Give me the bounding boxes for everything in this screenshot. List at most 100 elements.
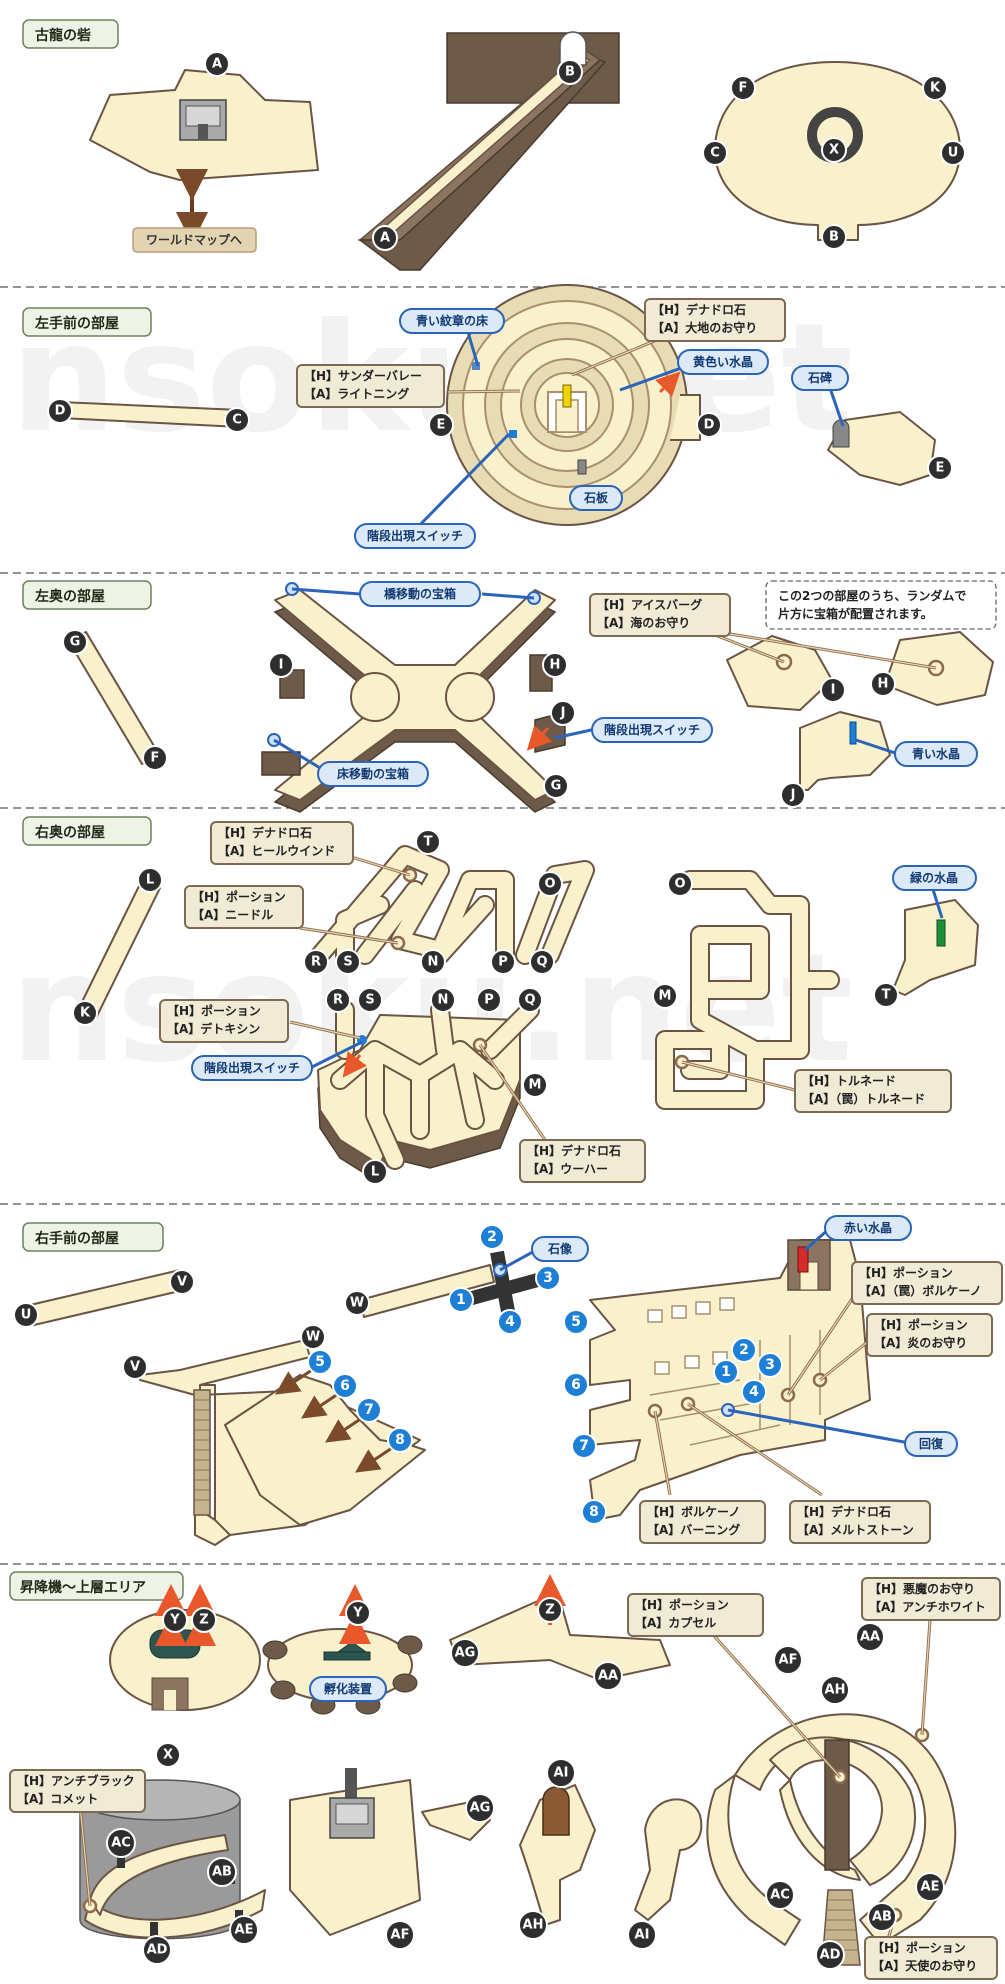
svg-text:片方に宝箱が配置されます。: 片方に宝箱が配置されます。 — [778, 606, 933, 621]
svg-text:橋移動の宝箱: 橋移動の宝箱 — [384, 586, 456, 601]
svg-text:AD: AD — [147, 1943, 168, 1958]
blue-label-red-crystal: 赤い水晶 — [824, 1215, 912, 1241]
spiral-room — [655, 870, 840, 1110]
svg-text:【A】ヒールウインド: 【A】ヒールウインド — [218, 843, 335, 858]
marker-n: N — [430, 987, 456, 1013]
marker-h: H — [542, 652, 568, 678]
svg-text:石碑: 石碑 — [807, 370, 832, 385]
treasure-tag: 【H】ポーション 【A】デトキシン — [159, 999, 289, 1043]
svg-text:B: B — [829, 230, 839, 245]
crystal-room — [799, 711, 891, 791]
treasure-tag: 【H】デナドロ石 【A】メルトストーン — [789, 1500, 931, 1544]
marker-ab: AB — [207, 1857, 237, 1887]
svg-text:AG: AG — [455, 1646, 476, 1661]
blue-marker-8: 8 — [581, 1499, 607, 1525]
svg-text:I: I — [279, 658, 284, 673]
marker-v: V — [169, 1269, 195, 1295]
svg-text:E: E — [936, 461, 945, 476]
marker-w: W — [344, 1290, 370, 1316]
svg-text:【H】アイスバーグ: 【H】アイスバーグ — [597, 597, 702, 612]
marker-a: A — [204, 51, 230, 77]
svg-text:J: J — [790, 788, 796, 803]
svg-text:【H】ボルケーノ: 【H】ボルケーノ — [647, 1504, 740, 1519]
svg-text:AE: AE — [921, 1880, 940, 1895]
svg-text:L: L — [146, 873, 154, 888]
marker-n: N — [420, 949, 446, 975]
section-title: 右奥の部屋 — [22, 816, 152, 846]
svg-text:青い水晶: 青い水晶 — [912, 746, 960, 761]
blue-marker-6: 6 — [332, 1373, 358, 1399]
blue-marker-4: 4 — [497, 1309, 523, 1335]
svg-text:右奥の部屋: 右奥の部屋 — [34, 824, 105, 841]
svg-text:H: H — [878, 677, 889, 692]
red-crystal-object — [797, 1246, 809, 1273]
marker-e: E — [428, 412, 454, 438]
marker-ae: AE — [229, 1915, 259, 1945]
svg-text:【H】悪魔のお守り: 【H】悪魔のお守り — [869, 1581, 975, 1596]
fortress-building — [179, 99, 227, 141]
svg-text:【H】デナドロ石: 【H】デナドロ石 — [797, 1504, 891, 1519]
svg-text:赤い水晶: 赤い水晶 — [844, 1220, 892, 1235]
marker-k: K — [922, 75, 948, 101]
marker-v: V — [122, 1354, 148, 1380]
blue-label-blue-crest-floor: 青い紋章の床 — [399, 308, 505, 334]
section-title: 左奥の部屋 — [22, 580, 152, 610]
section-title: 昇降機～上層エリア — [9, 1571, 184, 1601]
blue-marker-5: 5 — [307, 1349, 333, 1375]
svg-text:K: K — [80, 1006, 91, 1021]
blue-label-blue-crystal: 青い水晶 — [894, 741, 978, 767]
treasure-tag: 【H】ポーション 【A】カプセル — [627, 1593, 764, 1637]
svg-text:AF: AF — [391, 1928, 410, 1943]
marker-x: X — [821, 137, 847, 163]
svg-text:【H】ポーション: 【H】ポーション — [859, 1265, 953, 1280]
svg-text:V: V — [130, 1360, 140, 1375]
marker-c: C — [702, 140, 728, 166]
svg-text:【H】ポーション: 【H】ポーション — [872, 1940, 966, 1955]
svg-text:階段出現スイッチ: 階段出現スイッチ — [604, 722, 700, 737]
svg-text:【A】カプセル: 【A】カプセル — [635, 1615, 716, 1630]
svg-text:H: H — [550, 658, 561, 673]
small-room-ai — [634, 1798, 703, 1921]
svg-text:X: X — [163, 1748, 173, 1763]
door-room — [519, 1784, 596, 1926]
blue-marker-6: 6 — [563, 1372, 589, 1398]
marker-e: E — [927, 455, 953, 481]
blue-marker-2: 2 — [479, 1224, 505, 1250]
marker-m: M — [652, 983, 678, 1009]
marker-l: L — [137, 867, 163, 893]
svg-text:Z: Z — [199, 1613, 208, 1628]
treasure-tag: 【H】ポーション 【A】ニードル — [184, 885, 304, 929]
marker-y: Y — [345, 1600, 371, 1626]
blue-label-floor-chest: 床移動の宝箱 — [317, 761, 429, 787]
blue-crest-floor-object — [472, 362, 480, 370]
svg-text:C: C — [710, 146, 720, 161]
blue-label-stone-monument: 石碑 — [791, 365, 849, 391]
svg-text:床移動の宝箱: 床移動の宝箱 — [337, 766, 409, 781]
svg-text:【H】デナドロ石: 【H】デナドロ石 — [527, 1143, 621, 1158]
svg-text:AD: AD — [820, 1948, 841, 1963]
svg-text:R: R — [311, 955, 321, 970]
marker-w: W — [300, 1324, 326, 1350]
svg-text:P: P — [498, 955, 508, 970]
svg-text:【A】（罠）ボルケーノ: 【A】（罠）ボルケーノ — [859, 1283, 982, 1298]
svg-text:【H】デナドロ石: 【H】デナドロ石 — [652, 302, 746, 317]
svg-text:Y: Y — [352, 1606, 363, 1621]
svg-text:M: M — [659, 989, 672, 1004]
door-object — [542, 1786, 570, 1836]
blue-label-green-crystal: 緑の水晶 — [892, 865, 977, 891]
blue-marker-4: 4 — [741, 1379, 767, 1405]
world-map-button[interactable]: ワールドマップへ — [132, 227, 257, 253]
lower-maze — [317, 1000, 540, 1185]
marker-r: R — [303, 949, 329, 975]
marker-ae: AE — [915, 1872, 945, 1902]
svg-text:【A】（罠）トルネード: 【A】（罠）トルネード — [802, 1091, 925, 1106]
marker-t: T — [415, 829, 441, 855]
svg-text:J: J — [560, 706, 566, 721]
stairs-switch-object — [509, 430, 517, 438]
treasure-tag: 【H】アンチブラック 【A】コメット — [9, 1769, 146, 1813]
svg-text:【A】ライトニング: 【A】ライトニング — [304, 386, 409, 401]
svg-text:G: G — [551, 779, 562, 794]
marker-o: O — [537, 871, 563, 897]
svg-text:【A】大地のお守り: 【A】大地のお守り — [652, 320, 757, 335]
